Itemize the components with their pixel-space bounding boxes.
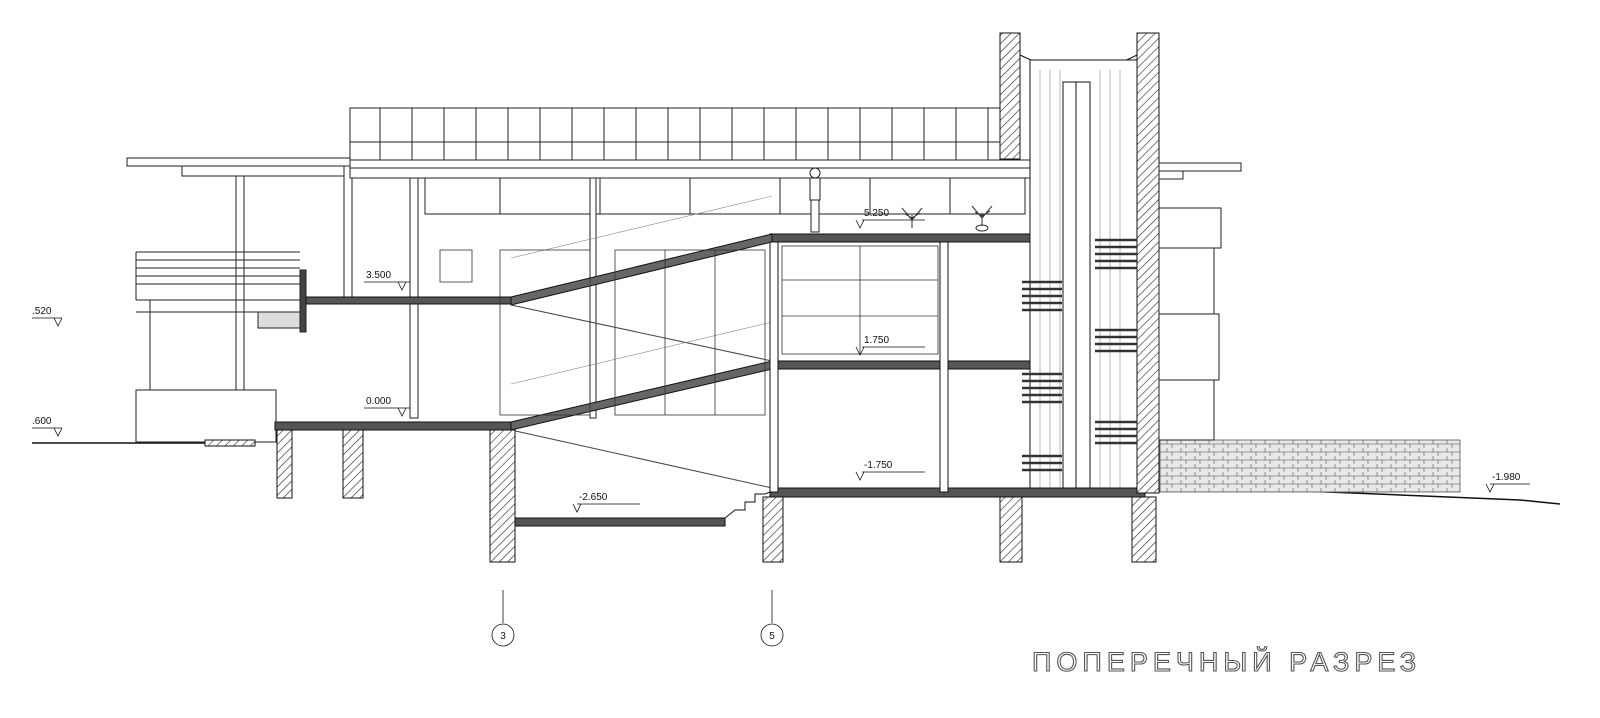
foundations <box>204 429 1157 563</box>
level-label-minus-1750: -1.750 <box>864 460 893 471</box>
level-label-5250: 5.250 <box>864 208 889 219</box>
stone-wall <box>1159 439 1461 493</box>
axis-markers <box>491 590 784 647</box>
columns <box>769 241 949 493</box>
level-marks <box>32 219 1530 513</box>
axis-label-5: 5 <box>769 631 775 642</box>
level-label-0000: 0.000 <box>366 396 391 407</box>
level-label-minus-2650: -2.650 <box>579 492 608 503</box>
ramps <box>510 195 773 489</box>
right-wing <box>1158 162 1242 441</box>
level-label-600: .600 <box>32 416 52 427</box>
level-label-minus-1980: -1.980 <box>1492 472 1521 483</box>
glazing-panels <box>439 245 939 416</box>
roof-clerestory <box>349 107 1031 419</box>
plant-icon <box>901 205 993 232</box>
level-label-1750: 1.750 <box>864 335 889 346</box>
drawing-title: ПОПЕРЕЧНЫЙ РАЗРЕЗ <box>1032 646 1421 677</box>
level-label-520: .520 <box>32 306 52 317</box>
person-figure <box>809 167 821 233</box>
spiral-stair-treads <box>1022 238 1137 472</box>
left-canopy <box>126 157 353 447</box>
axis-label-3: 3 <box>500 631 506 642</box>
stair-tower <box>999 32 1160 494</box>
level-label-3500: 3.500 <box>366 270 391 281</box>
